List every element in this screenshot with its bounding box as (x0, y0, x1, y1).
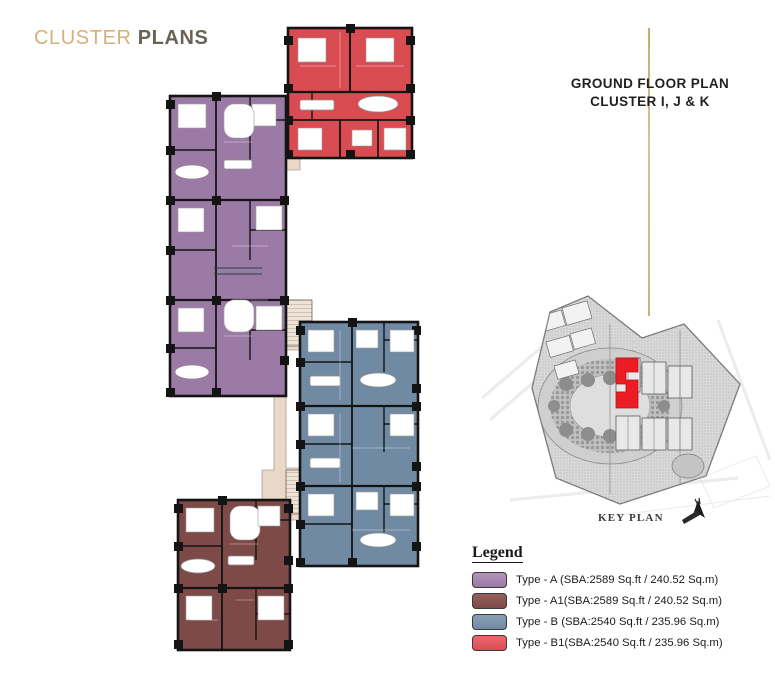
key-plan-map (481, 295, 772, 517)
plan-block-b1 (284, 24, 415, 160)
legend-swatch-a1 (472, 593, 507, 610)
key-plan-label: KEY PLAN (598, 512, 664, 524)
right-panel-title-line1: GROUND FLOOR PLAN (570, 76, 730, 91)
page-title: CLUSTER PLANS (34, 27, 209, 50)
right-panel-title-line2: CLUSTER I, J & K (590, 94, 710, 110)
key-plan-highlight (615, 357, 639, 409)
legend-type-a: Type - A (SBA:2589 Sq.ft / 240.52 Sq.m) (472, 570, 772, 591)
legend-heading: Legend (472, 544, 523, 563)
plan-block-b (296, 318, 421, 568)
legend-type-b: Type - B (SBA:2540 Sq.ft / 235.96 Sq.m) (472, 612, 772, 633)
plan-block-a1 (174, 496, 293, 652)
plan-block-a (166, 92, 289, 398)
legend-label-b1: Type - B1(SBA:2540 Sq.ft / 235.96 Sq.m) (516, 637, 723, 650)
legend-label-a: Type - A (SBA:2589 Sq.ft / 240.52 Sq.m) (516, 574, 719, 587)
right-panel-title: GROUND FLOOR PLAN CLUSTER I, J & K (540, 75, 760, 111)
legend-label-a1: Type - A1(SBA:2589 Sq.ft / 240.52 Sq.m) (516, 595, 722, 608)
legend-label-b: Type - B (SBA:2540 Sq.ft / 235.96 Sq.m) (516, 616, 720, 629)
page-title-part1: CLUSTER (34, 27, 138, 49)
legend: Legend Type - A (SBA:2589 Sq.ft / 240.52… (472, 544, 772, 654)
floor-plan-drawing (166, 24, 421, 652)
gold-divider-line (648, 28, 650, 316)
legend-type-b1: Type - B1(SBA:2540 Sq.ft / 235.96 Sq.m) (472, 633, 772, 654)
legend-swatch-b1 (472, 635, 507, 652)
legend-swatch-a (472, 572, 507, 589)
north-arrow-icon (682, 498, 705, 524)
key-plan-site (531, 295, 741, 505)
page-title-part2: PLANS (137, 27, 209, 49)
legend-swatch-b (472, 614, 507, 631)
legend-type-a1: Type - A1(SBA:2589 Sq.ft / 240.52 Sq.m) (472, 591, 772, 612)
